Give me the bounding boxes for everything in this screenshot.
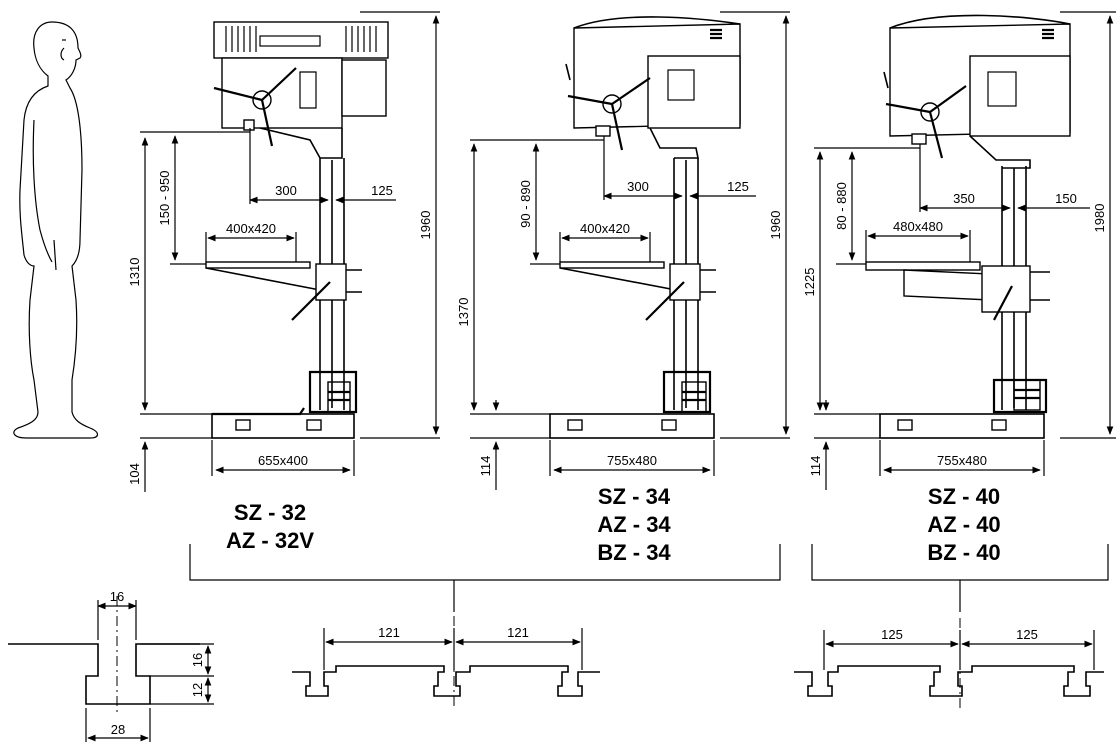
d2-model-1: SZ - 34 [598, 484, 671, 509]
d1-height-label: 1960 [418, 211, 433, 240]
d1-stroke-label: 150 - 950 [157, 171, 172, 226]
d3-throat-label: 350 [953, 191, 975, 206]
d3-model-2: AZ - 40 [927, 512, 1000, 537]
model-brackets [189, 544, 1109, 612]
d3-model-1: SZ - 40 [928, 484, 1000, 509]
d1-throat-label: 300 [275, 183, 297, 198]
d2-throat-label: 300 [627, 179, 649, 194]
d1-column-label: 125 [371, 183, 393, 198]
d2-height-label: 1960 [768, 211, 783, 240]
d2-stroke-label: 90 - 890 [518, 180, 533, 228]
dimension-lines [140, 11, 1116, 492]
d3-model-3: BZ - 40 [927, 540, 1000, 565]
tslot-top-width-label: 16 [110, 589, 124, 604]
slots-small-left-label: 121 [378, 625, 400, 640]
d1-base-height-label: 104 [127, 463, 142, 485]
tslot-foot-height-label: 12 [190, 683, 205, 697]
human-scale-figure [13, 21, 99, 439]
d2-base-label: 755x480 [607, 453, 657, 468]
d1-spindle-label: 1310 [127, 258, 142, 287]
slots-large-right-label: 125 [1016, 627, 1038, 642]
d3-stroke-label: 80 - 880 [834, 182, 849, 230]
d3-table-label: 480x480 [893, 219, 943, 234]
tslot-neck-height-label: 16 [190, 653, 205, 667]
d2-column-label: 125 [727, 179, 749, 194]
tslot-foot-width-label: 28 [111, 722, 125, 737]
drill-press-3 [865, 14, 1071, 439]
d3-spindle-label: 1225 [802, 268, 817, 297]
d3-height-label: 1980 [1092, 204, 1107, 233]
d2-spindle-label: 1370 [456, 298, 471, 327]
slots-large-left-label: 125 [881, 627, 903, 642]
d1-model-2: AZ - 32V [226, 528, 314, 553]
slotted-table-large [794, 618, 1104, 708]
d1-model-1: SZ - 32 [234, 500, 306, 525]
drill-press-1 [205, 21, 389, 439]
d1-table-label: 400x420 [226, 221, 276, 236]
d3-base-height-label: 114 [808, 456, 823, 477]
drill-press-2 [549, 16, 741, 439]
d3-column-label: 150 [1055, 191, 1077, 206]
d2-base-height-label: 114 [478, 456, 493, 477]
d1-base-label: 655x400 [258, 453, 308, 468]
d2-model-3: BZ - 34 [597, 540, 671, 565]
d2-model-2: AZ - 34 [597, 512, 671, 537]
d3-base-label: 755x480 [937, 453, 987, 468]
t-slot-section [8, 596, 214, 742]
slots-small-right-label: 121 [507, 625, 529, 640]
d2-table-label: 400x420 [580, 221, 630, 236]
slotted-table-small [292, 616, 600, 708]
